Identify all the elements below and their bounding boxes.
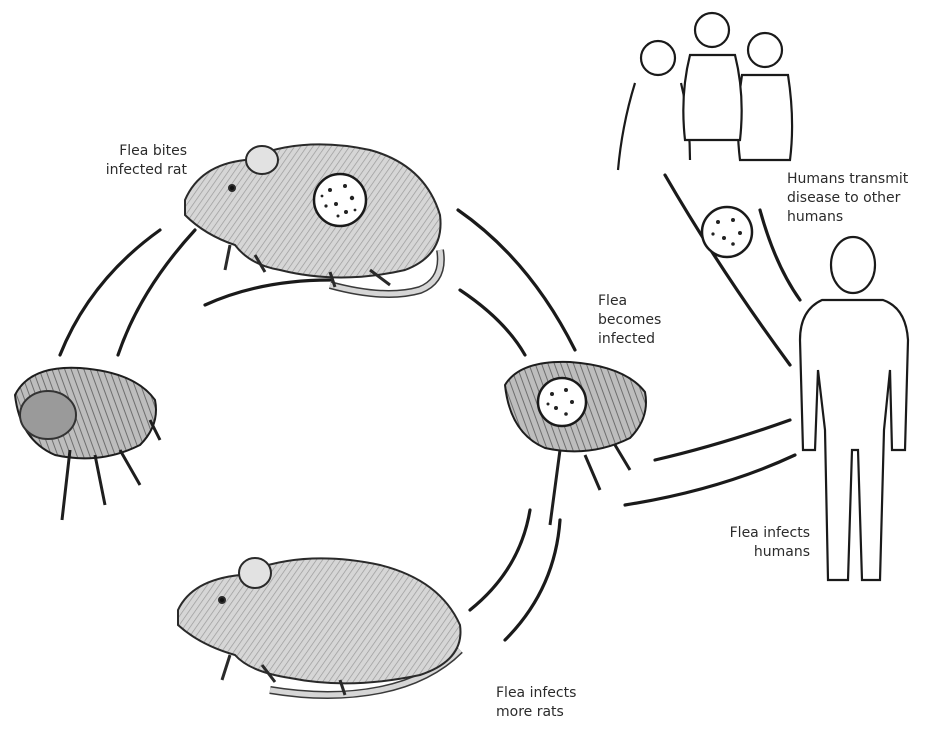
- arc-to-human-1: [655, 420, 790, 460]
- label-line: Flea infects: [690, 524, 810, 543]
- label-flea-infects-humans: Flea infects humans: [690, 524, 810, 562]
- label-line: becomes: [598, 311, 688, 330]
- label-line: Humans transmit: [787, 170, 927, 189]
- label-line: Flea bites: [62, 142, 187, 161]
- label-line: Flea: [598, 292, 688, 311]
- label-line: Flea infects: [496, 684, 616, 703]
- arc-to-human-2: [625, 455, 795, 505]
- human-back-right: [738, 33, 792, 160]
- label-flea-bites-rat: Flea bites infected rat: [62, 142, 187, 180]
- healthy-rat: [178, 558, 461, 695]
- human-back-left: [618, 41, 690, 170]
- label-line: humans: [787, 208, 927, 227]
- flea-left: [15, 368, 160, 520]
- label-flea-becomes-infected: Flea becomes infected: [598, 292, 688, 349]
- rat-eye: [229, 185, 235, 191]
- arc-top-under: [205, 280, 330, 305]
- label-line: more rats: [496, 703, 616, 722]
- human-back-middle: [683, 13, 741, 140]
- bacteria-circle-humans: [702, 207, 752, 257]
- arc-left-outer: [60, 230, 160, 355]
- arc-top-right-outer: [458, 210, 575, 350]
- label-line: infected rat: [62, 161, 187, 180]
- arc-left-inner: [118, 230, 195, 355]
- arc-top-right-inner: [460, 290, 525, 355]
- human-front: [800, 237, 908, 580]
- flea-infected: [505, 362, 646, 525]
- bacteria-circle-flea: [538, 378, 586, 426]
- label-line: disease to other: [787, 189, 927, 208]
- arc-right-down-outer: [505, 520, 560, 640]
- arc-right-down-inner: [470, 510, 530, 610]
- infected-rat: [185, 144, 441, 294]
- bacteria-circle-rat: [314, 174, 366, 226]
- label-flea-infects-more-rats: Flea infects more rats: [496, 684, 616, 722]
- rat-ear: [246, 146, 278, 174]
- rat-body: [185, 144, 441, 277]
- label-line: infected: [598, 330, 688, 349]
- label-humans-transmit: Humans transmit disease to other humans: [787, 170, 927, 227]
- label-line: humans: [690, 543, 810, 562]
